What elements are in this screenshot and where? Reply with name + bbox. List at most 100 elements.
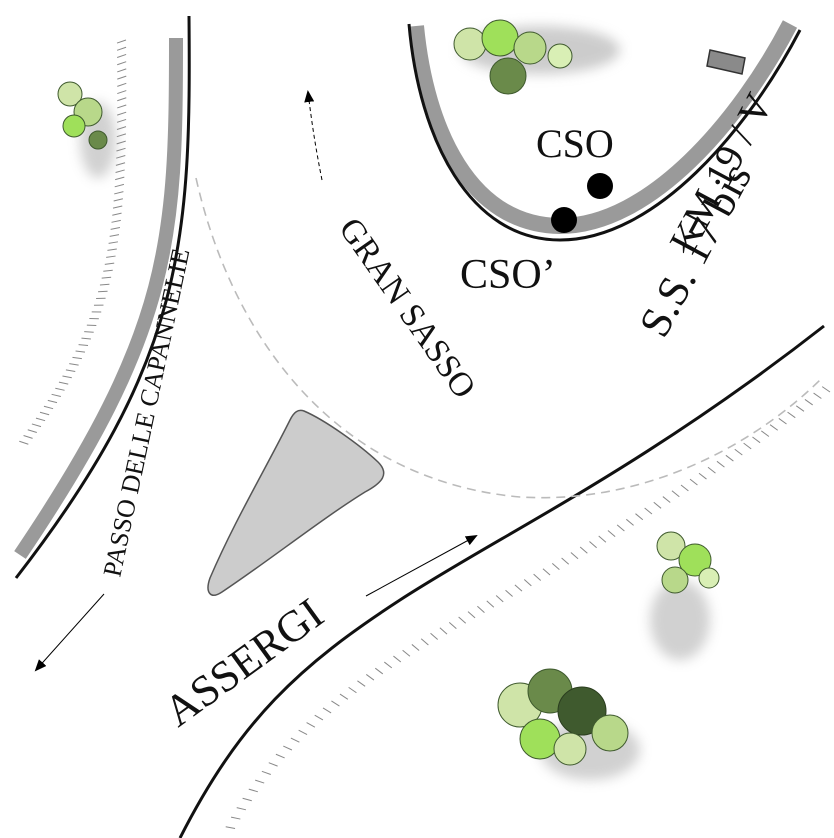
hatch-mark <box>542 568 551 576</box>
hatch-mark <box>115 169 125 173</box>
road-left <box>14 15 191 579</box>
hatch-mark <box>411 644 420 651</box>
hatch-mark <box>114 191 124 195</box>
hatch-mark <box>458 616 467 624</box>
hatch-mark <box>31 423 42 428</box>
hatch-mark <box>283 745 293 751</box>
hatch-mark <box>357 680 366 687</box>
hatch-mark <box>393 655 402 663</box>
hatch-mark <box>635 513 644 521</box>
hatch-mark <box>115 176 125 181</box>
hatch-mark <box>58 381 69 385</box>
cso-prime-marker-icon <box>551 207 577 233</box>
hatch-mark <box>760 430 770 437</box>
hatch-mark <box>116 155 126 159</box>
hatch-mark <box>116 133 127 138</box>
hatch-mark <box>81 337 91 340</box>
hatch-mark <box>467 611 476 619</box>
hatch-mark <box>420 638 429 646</box>
hatch-mark <box>117 75 127 80</box>
label-cso: CSO <box>536 121 614 166</box>
hatch-mark <box>62 375 72 379</box>
hatch-mark <box>115 162 126 166</box>
hatch-mark <box>112 205 123 209</box>
hatch-mark <box>65 369 76 372</box>
hatch-mark <box>69 363 79 366</box>
hatch-mark <box>107 248 117 251</box>
hatch-mark <box>106 255 116 258</box>
hatch-mark <box>769 424 779 431</box>
sign-post-icon <box>706 49 746 75</box>
hatch-mark <box>707 466 716 474</box>
hatch-mark <box>533 573 542 581</box>
hatch-mark <box>339 693 349 700</box>
hatch-mark <box>72 356 82 360</box>
hatch-mark <box>561 557 570 565</box>
hatch-mark <box>505 589 513 597</box>
hatch-mark <box>225 826 236 829</box>
tree-icon <box>453 19 620 95</box>
hatch-mark <box>261 770 271 775</box>
hatch-mark <box>331 700 340 707</box>
hatch-mark <box>117 111 127 116</box>
hatch-mark <box>514 584 523 592</box>
hatch-mark <box>108 241 119 244</box>
hatch-mark <box>743 442 752 450</box>
hatch-mark <box>27 429 37 434</box>
hatch-mark <box>813 392 822 399</box>
hatch-mark <box>716 460 725 468</box>
hatch-mark <box>322 707 332 714</box>
hatch-mark <box>116 126 127 130</box>
hatch-mark <box>314 714 324 721</box>
hatch-mark <box>99 283 110 286</box>
hatch-mark <box>579 546 588 554</box>
hatch-mark <box>551 562 560 571</box>
hatch-mark <box>268 762 278 767</box>
hatch-mark <box>598 535 607 543</box>
hatch-mark <box>523 579 532 587</box>
hatch-mark <box>113 198 123 202</box>
hatch-mark <box>116 118 127 123</box>
hatch-mark <box>374 667 384 675</box>
hatch-mark <box>23 435 33 439</box>
hatch-mark <box>689 478 698 486</box>
hatch-mark <box>616 524 625 532</box>
hatch-mark <box>752 436 761 444</box>
hatch-mark <box>255 779 265 784</box>
hatch-mark <box>644 507 653 515</box>
hatch-mark <box>607 530 616 538</box>
hatch-mark <box>116 53 127 58</box>
hatch-mark <box>570 552 579 560</box>
hatch-mark <box>116 46 127 51</box>
hatch-mark <box>804 399 813 406</box>
hatch-mark <box>43 405 54 410</box>
hatch-mark <box>47 399 58 404</box>
hatch-mark <box>486 600 495 608</box>
hatch-mark <box>114 183 125 188</box>
hatch-mark <box>230 816 241 820</box>
hatch-mark <box>626 518 634 526</box>
hatch-mark <box>366 674 375 681</box>
hatch-mark <box>110 227 121 230</box>
label-assergi: ASSERGI <box>155 589 332 736</box>
hatch-mark <box>51 393 61 397</box>
hatch-mark <box>439 627 448 635</box>
hatch-mark <box>35 417 46 422</box>
hatch-mark <box>116 140 126 145</box>
hatch-mark <box>734 448 743 456</box>
hatch-mark <box>778 418 787 425</box>
hatch-mark <box>104 262 115 265</box>
road-bottom-right <box>178 324 831 838</box>
hatch-mark <box>275 753 285 759</box>
hatch-mark <box>290 737 300 743</box>
tree-icon <box>57 81 116 178</box>
hatching-bottom <box>225 386 831 829</box>
hatch-mark <box>19 440 29 445</box>
hatch-mark <box>101 276 112 279</box>
hatch-mark <box>248 788 258 793</box>
hatch-mark <box>589 541 597 549</box>
hatch-mark <box>116 147 126 152</box>
hatch-mark <box>821 386 831 393</box>
